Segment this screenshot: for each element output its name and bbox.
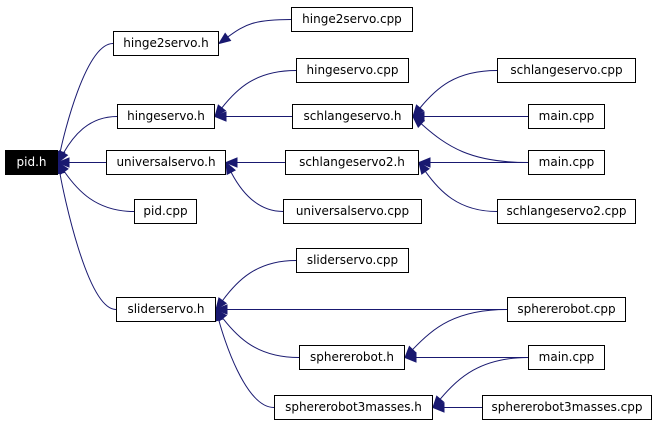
node-pid-cpp[interactable]: pid.cpp	[134, 199, 197, 224]
node-sliderservo-h[interactable]: sliderservo.h	[116, 297, 216, 322]
arrowhead-sliderservo_cpp-to-sliderservo_h	[215, 297, 228, 311]
arrowhead-main_cpp_2-to-schlangeservo2_h	[417, 157, 431, 168]
edge-schlangeservo2_cpp-to-schlangeservo2_h	[424, 171, 498, 212]
edge-main_cpp_3-to-sphererobot3masses_h	[439, 357, 529, 400]
edge-sliderservo_cpp-to-sliderservo_h	[222, 260, 297, 301]
node-sphererobot-cpp[interactable]: sphererobot.cpp	[507, 297, 626, 322]
arrowhead-main_cpp_2-to-schlangeservo_h	[412, 115, 426, 129]
arrowhead-universalservo_h-to-pid_h	[56, 157, 70, 168]
node-main-cpp-1[interactable]: main.cpp	[528, 104, 605, 129]
arrowhead-schlangeservo_cpp-to-schlangeservo_h	[412, 104, 425, 118]
edge-sphererobot_h-to-sliderservo_h	[222, 317, 300, 358]
edge-main_cpp_2-to-schlangeservo_h	[420, 123, 529, 163]
node-sphererobot-h[interactable]: sphererobot.h	[299, 345, 405, 370]
node-schlangeservo-cpp[interactable]: schlangeservo.cpp	[497, 58, 636, 83]
node-sphererobot3masses-cpp[interactable]: sphererobot3masses.cpp	[482, 395, 652, 420]
arrowhead-main_cpp_3-to-sphererobot3masses_h	[432, 395, 445, 409]
edge-hingeservo_cpp-to-hingeservo_h	[221, 70, 297, 109]
edge-schlangeservo_cpp-to-schlangeservo_h	[419, 70, 498, 109]
edge-sphererobot3masses_h-to-sliderservo_h	[218, 320, 275, 408]
node-sphererobot3masses-h[interactable]: sphererobot3masses.h	[274, 395, 433, 420]
node-main-cpp-2[interactable]: main.cpp	[528, 150, 605, 175]
edge-pid_cpp-to-pid_h	[63, 171, 135, 212]
node-schlangeservo2-h[interactable]: schlangeservo2.h	[285, 150, 419, 175]
arrowhead-main_cpp_3-to-sphererobot_h	[403, 352, 417, 363]
arrowhead-schlangeservo_h-to-hingeservo_h	[213, 111, 227, 122]
node-hingeservo-cpp[interactable]: hingeservo.cpp	[296, 58, 409, 83]
arrowhead-sphererobot_cpp-to-sliderservo_h	[214, 304, 228, 315]
node-hinge2servo-cpp[interactable]: hinge2servo.cpp	[291, 7, 413, 32]
node-pid-h[interactable]: pid.h	[5, 150, 58, 175]
arrowhead-hingeservo_h-to-pid_h	[57, 149, 69, 164]
node-universalservo-cpp[interactable]: universalservo.cpp	[283, 199, 422, 224]
arrowhead-schlangeservo2_h-to-universalservo_h	[224, 157, 238, 168]
node-hinge2servo-h[interactable]: hinge2servo.h	[113, 31, 219, 56]
node-hingeservo-h[interactable]: hingeservo.h	[117, 104, 215, 129]
arrowhead-hingeservo_cpp-to-hingeservo_h	[214, 104, 227, 118]
node-schlangeservo2-cpp[interactable]: schlangeservo2.cpp	[497, 199, 636, 224]
node-universalservo-h[interactable]: universalservo.h	[106, 150, 226, 175]
arrowhead-hinge2servo_cpp-to-hinge2servo_h	[217, 32, 232, 45]
arrowhead-sphererobot3masses_cpp-to-sphererobot3masses_h	[431, 402, 445, 413]
node-schlangeservo-h[interactable]: schlangeservo.h	[292, 104, 413, 129]
arrowhead-schlangeservo2_cpp-to-schlangeservo2_h	[418, 161, 430, 175]
edge-hinge2servo_cpp-to-hinge2servo_h	[227, 19, 292, 38]
edge-hingeservo_h-to-pid_h	[63, 116, 118, 154]
node-main-cpp-3[interactable]: main.cpp	[528, 345, 605, 370]
arrowhead-universalservo_cpp-to-universalservo_h	[225, 161, 236, 176]
edge-hinge2servo_h-to-pid_h	[59, 43, 114, 152]
edge-sliderservo_h-to-pid_h	[59, 173, 117, 310]
node-sliderservo-cpp[interactable]: sliderservo.cpp	[296, 248, 409, 273]
edge-universalservo_cpp-to-universalservo_h	[230, 172, 284, 212]
edge-sphererobot_cpp-to-sphererobot_h	[412, 309, 508, 350]
